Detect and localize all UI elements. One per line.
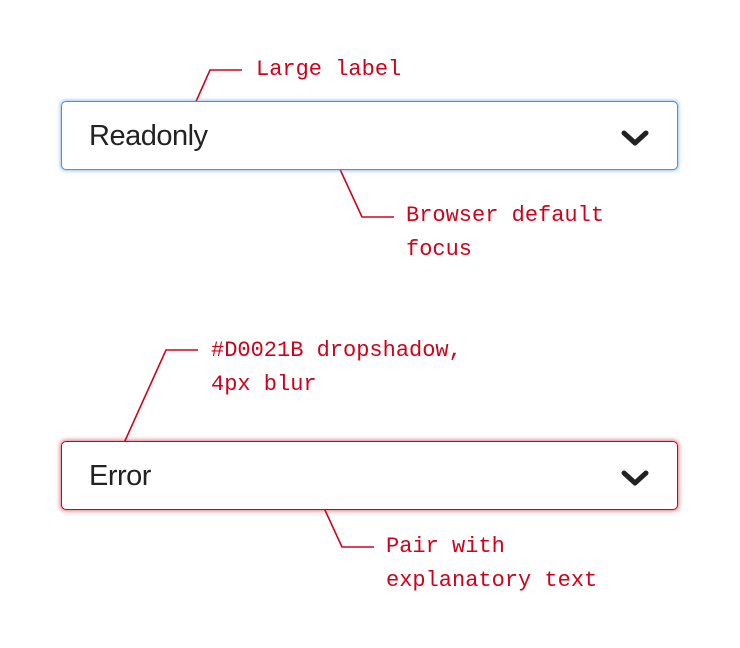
select-value: Error	[89, 460, 151, 492]
leader-dropshadow	[123, 349, 198, 444]
annotation-line: Large label	[256, 57, 402, 82]
annotation-line: explanatory text	[386, 568, 598, 593]
select-value: Readonly	[89, 120, 208, 152]
chevron-down-icon	[621, 470, 649, 486]
annotation-pair-text: Pair with explanatory text	[386, 530, 597, 598]
annotation-line: Pair with	[386, 534, 505, 559]
annotation-browser-focus: Browser default focus	[406, 199, 604, 267]
readonly-select[interactable]: Readonly	[61, 101, 678, 170]
annotation-dropshadow: #D0021B dropshadow, 4px blur	[211, 334, 462, 402]
annotation-large-label: Large label	[256, 53, 401, 87]
leader-browser-focus	[337, 164, 394, 218]
annotation-line: Browser default	[406, 203, 605, 228]
annotation-line: #D0021B dropshadow,	[211, 338, 462, 363]
error-select[interactable]: Error	[61, 441, 678, 510]
chevron-down-icon	[621, 130, 649, 146]
annotation-line: 4px blur	[211, 372, 317, 397]
leader-pair-text	[317, 494, 374, 548]
annotation-line: focus	[406, 237, 473, 262]
